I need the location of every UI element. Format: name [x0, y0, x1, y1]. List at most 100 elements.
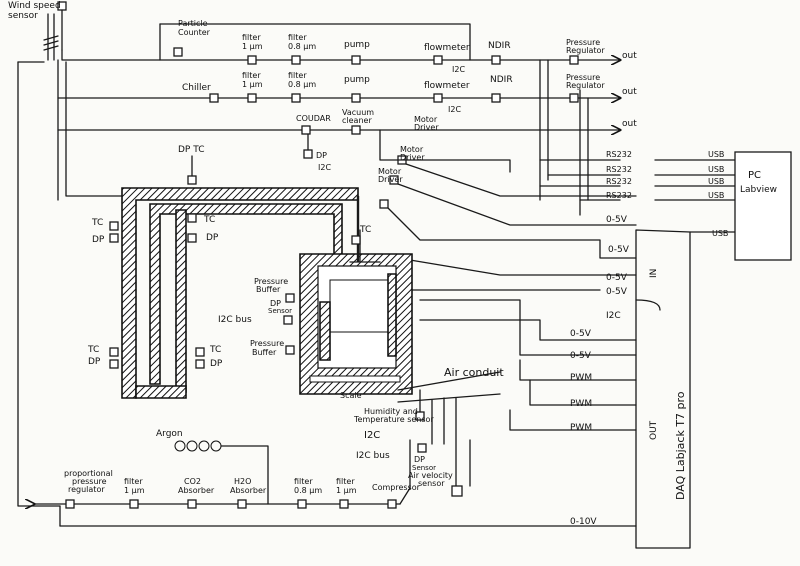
flowmeter-top — [433, 55, 443, 65]
pump-label-mid: pump — [344, 75, 370, 85]
daq-out-label: OUT — [649, 420, 659, 440]
motor-label-2b: Driver — [400, 153, 425, 162]
scale-label: Scale — [340, 391, 362, 400]
usb-2: USB — [708, 165, 724, 174]
v05-5: 0-5V — [570, 329, 592, 339]
filter-label-a: filter — [242, 33, 261, 42]
dp-sensor-top — [303, 149, 313, 159]
tc-dp-sensors — [109, 175, 361, 369]
usb-5: USB — [712, 229, 728, 238]
pressure-reg-mid-label-1: Pressure — [566, 73, 600, 82]
ndir-mid — [491, 93, 501, 103]
v05-2: 0-5V — [608, 245, 630, 255]
compressor-label: Compressor — [372, 483, 421, 492]
argon-label: Argon — [156, 429, 183, 439]
tc-label-2: TC — [203, 215, 215, 225]
dp-label-top: DP — [316, 151, 327, 160]
flowmeter-mid — [433, 93, 443, 103]
i2c-daq: I2C — [606, 311, 621, 321]
i2c-label-dp: I2C — [318, 163, 331, 172]
ndir-label-top: NDIR — [488, 41, 511, 51]
chiller-label: Chiller — [182, 83, 211, 93]
pressure-regulator-top — [569, 55, 579, 65]
rs232-2: RS232 — [606, 165, 632, 174]
particle-counter — [173, 47, 183, 57]
filter08-label-a: filter — [288, 33, 307, 42]
coudar — [301, 125, 311, 135]
i2c-label-top: I2C — [452, 65, 465, 74]
pressure-reg-mid-label-2: Regulator — [566, 81, 605, 90]
i2c-humidity: I2C — [364, 430, 380, 441]
particle-counter-label-2: Counter — [178, 28, 211, 37]
dp-label-1: DP — [92, 235, 105, 245]
dp-tc-label: DP TC — [178, 145, 204, 155]
dp-label-4: DP — [210, 359, 223, 369]
tc-label-3: TC — [87, 345, 99, 355]
dp-sensor-bottom — [417, 443, 427, 453]
dp-label-2: DP — [206, 233, 219, 243]
dp-label-3: DP — [88, 357, 101, 367]
pc-box — [734, 151, 792, 261]
filter-mid-label-a: filter — [242, 71, 261, 80]
tc-label-1: TC — [91, 218, 103, 228]
pump-mid — [351, 93, 361, 103]
tc-label-5: TC — [359, 225, 371, 235]
motor-label-3b: Driver — [378, 175, 403, 184]
wind-speed-sensor — [43, 1, 67, 61]
coudar-label: COUDAR — [296, 114, 331, 123]
pressure-reg-label-1: Pressure — [566, 38, 600, 47]
filter-mid-label-b: 1 µm — [242, 80, 263, 89]
humidity-label-2: Temperature sensor — [353, 415, 434, 424]
pwm-3: PWM — [570, 423, 592, 433]
pump-top — [351, 55, 361, 65]
usb-3: USB — [708, 177, 724, 186]
motor-driver-3 — [379, 199, 389, 209]
filter-bottom2-b: 1 µm — [336, 486, 357, 495]
v05-6: 0-5V — [570, 351, 592, 361]
rs232-1: RS232 — [606, 150, 632, 159]
air-conduit-pipes — [121, 187, 413, 399]
dp-sensor-label-b: Sensor — [268, 307, 292, 315]
dp-sensor-label-a: DP — [270, 299, 281, 308]
out-label-2: out — [622, 87, 637, 97]
pwm-1: PWM — [570, 373, 592, 383]
motor-label-3a: Motor — [378, 167, 402, 176]
motor-driver-2 — [389, 175, 399, 185]
motor-label-1b: Driver — [414, 123, 439, 132]
flowmeter-label-top: flowmeter — [424, 43, 470, 53]
filter08-mid-label-b: 0.8 µm — [288, 80, 316, 89]
filter-1um-mid — [247, 93, 257, 103]
v05-4: 0-5V — [606, 287, 628, 297]
pbuffer-label-1b: Buffer — [256, 285, 281, 294]
co2-absorber — [187, 499, 197, 509]
dp-sensor-bottom-a: DP — [414, 455, 425, 464]
filter-08um-bottom — [297, 499, 307, 509]
filter-08um-mid — [291, 93, 301, 103]
vacuum-label-1: Vacuum — [342, 108, 374, 117]
air-velocity-sensor — [451, 485, 463, 497]
signal-wiring — [59, 129, 736, 527]
compressor — [387, 499, 397, 509]
motor-label-2a: Motor — [400, 145, 424, 154]
filter08-bottom-b: 0.8 µm — [294, 486, 322, 495]
co2-label-2: Absorber — [178, 486, 215, 495]
out-label-1: out — [622, 51, 637, 61]
particle-counter-label-1: Particle — [178, 19, 208, 28]
v05-3: 0-5V — [606, 273, 628, 283]
i2c-bus-label-2: I2C bus — [356, 451, 390, 461]
dp-sensor-bottom-b: Sensor — [412, 464, 436, 472]
h2o-absorber — [237, 499, 247, 509]
h2o-label-1: H2O — [234, 477, 251, 486]
pbuffer-label-2b: Buffer — [252, 348, 277, 357]
filter-1um-bottom-2 — [339, 499, 349, 509]
pbuffer-label-1a: Pressure — [254, 277, 288, 286]
filter-08um-top — [291, 55, 301, 65]
prop-reg-label-3: regulator — [68, 485, 105, 494]
rs232-4: RS232 — [606, 191, 632, 200]
filter08-bottom-a: filter — [294, 477, 313, 486]
v010-label: 0-10V — [570, 517, 597, 527]
filter-bottom-a: filter — [124, 477, 143, 486]
h2o-label-2: Absorber — [230, 486, 267, 495]
chiller — [209, 93, 219, 103]
pump-label-top: pump — [344, 40, 370, 50]
